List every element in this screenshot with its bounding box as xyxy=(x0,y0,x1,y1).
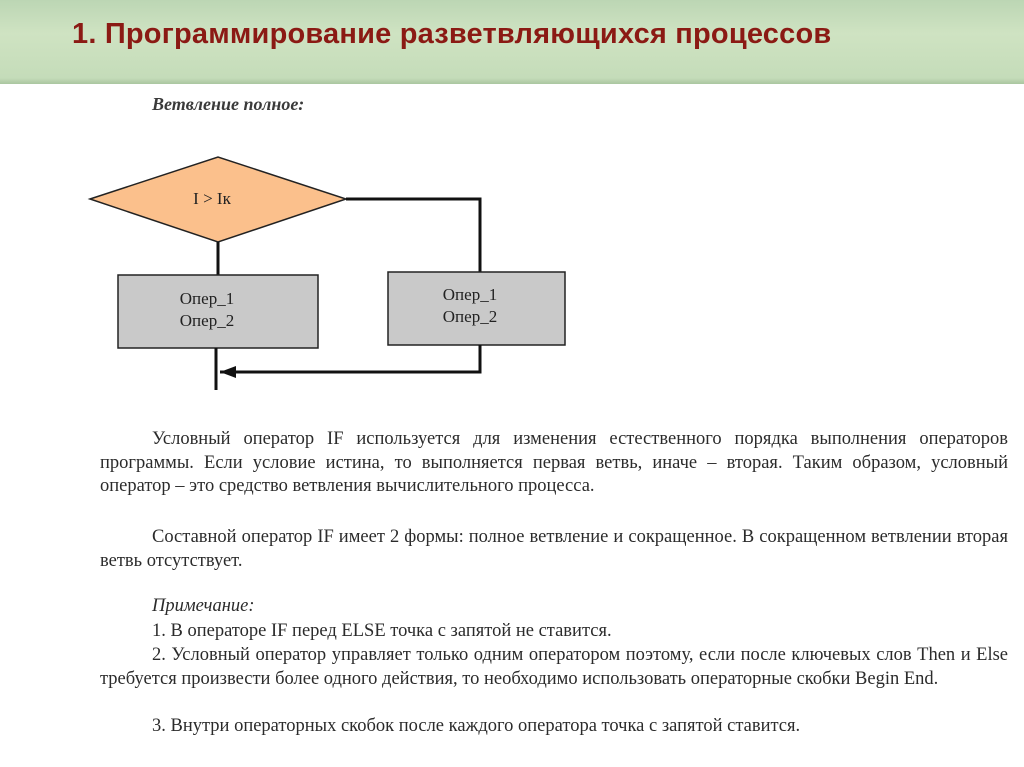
note-title: Примечание: xyxy=(152,596,255,616)
right-box-line-1: Опер_1 xyxy=(443,285,497,304)
note-item-1-text: 1. В операторе IF перед ELSE точка с зап… xyxy=(152,621,612,641)
connector-merge xyxy=(220,345,482,378)
right-operation-box xyxy=(387,271,566,346)
paragraph-1-text: Условный оператор IF используется для из… xyxy=(100,429,1008,496)
title-banner: 1. Программирование разветвляющихся проц… xyxy=(0,0,1024,84)
left-box-line-2: Опер_2 xyxy=(180,311,234,330)
note-item-2-text: 2. Условный оператор управляет только од… xyxy=(100,645,1008,689)
condition-label: I > Iк xyxy=(193,189,231,208)
left-box-line-1: Опер_1 xyxy=(180,289,234,308)
note-item-2: 2. Условный оператор управляет только од… xyxy=(100,644,1008,691)
paragraph-2-text: Составной оператор IF имеет 2 формы: пол… xyxy=(100,527,1008,571)
connector-no xyxy=(346,197,482,272)
paragraph-2: Составной оператор IF имеет 2 формы: пол… xyxy=(100,526,1008,573)
note-item-3-text: 3. Внутри операторных скобок после каждо… xyxy=(152,716,801,736)
note-item-3: 3. Внутри операторных скобок после каждо… xyxy=(100,715,1008,739)
left-operation-box xyxy=(117,274,319,349)
paragraph-1: Условный оператор IF используется для из… xyxy=(100,428,1008,499)
note-item-1: 1. В операторе IF перед ELSE точка с зап… xyxy=(100,620,1008,644)
slide-title: 1. Программирование разветвляющихся проц… xyxy=(72,18,832,50)
right-box-line-2: Опер_2 xyxy=(443,307,497,326)
section-title: Ветвление полное: xyxy=(152,94,305,114)
